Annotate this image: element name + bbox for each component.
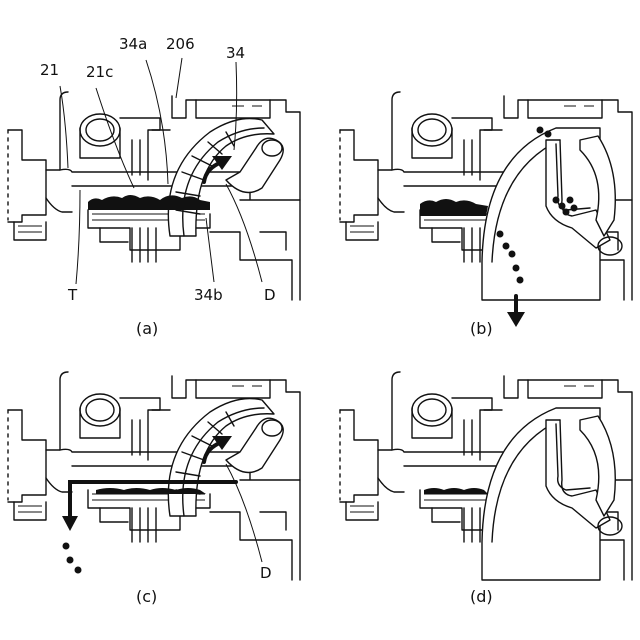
panel-b: (b) [340,92,632,338]
label-21c: 21c [86,63,113,81]
label-D-c: D [260,564,272,582]
label-34: 34 [226,44,245,62]
label-206: 206 [166,35,195,53]
caption-d: (d) [470,587,493,606]
label-34b: 34b [194,286,223,304]
label-D: D [264,286,276,304]
panel-a: 21 21c 34a 206 34 T 34b D (a) [8,35,300,338]
panel-c: D (c) [8,372,300,606]
caption-c: (c) [136,587,157,606]
caption-b: (b) [470,319,493,338]
caption-a: (a) [136,319,158,338]
label-34a: 34a [119,35,147,53]
label-21: 21 [40,61,59,79]
label-T: T [67,286,78,304]
panel-d: (d) [340,372,632,606]
